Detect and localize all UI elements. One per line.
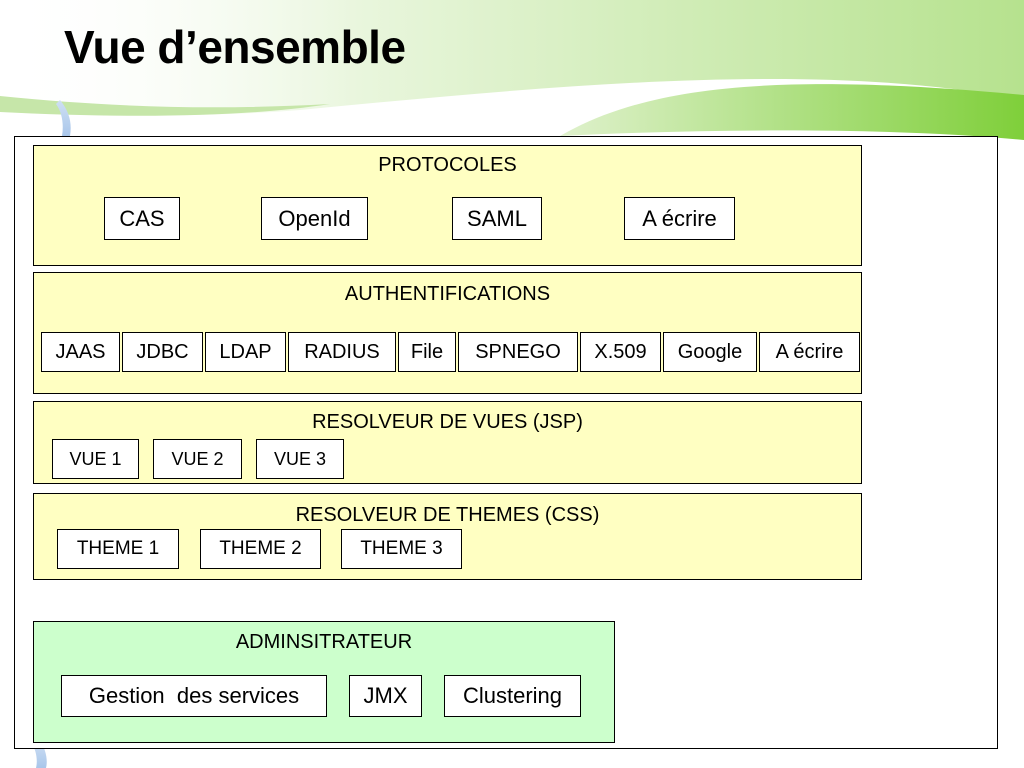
view-1: VUE 1 xyxy=(52,439,139,479)
theme-resolver-title: RESOLVEUR DE THEMES (CSS) xyxy=(295,504,600,526)
auth-radius: RADIUS xyxy=(288,332,396,372)
administrator-title: ADMINSITRATEUR xyxy=(235,631,413,653)
auth-file: File xyxy=(398,332,456,372)
theme-1: THEME 1 xyxy=(57,529,179,569)
protocol-cas: CAS xyxy=(104,197,180,240)
auth-to-write: A écrire xyxy=(759,332,860,372)
protocols-title: PROTOCOLES xyxy=(378,154,517,176)
view-3: VUE 3 xyxy=(256,439,344,479)
authentications-title: AUTHENTIFICATIONS xyxy=(344,283,551,305)
theme-3: THEME 3 xyxy=(341,529,462,569)
slide-title: Vue d’ensemble xyxy=(64,21,406,73)
admin-jmx: JMX xyxy=(349,675,422,717)
protocol-to-write: A écrire xyxy=(624,197,735,240)
admin-clustering: Clustering xyxy=(444,675,581,717)
authentications-panel: AUTHENTIFICATIONS JAAS JDBC LDAP RADIUS … xyxy=(33,272,862,394)
theme-resolver-panel: RESOLVEUR DE THEMES (CSS) THEME 1 THEME … xyxy=(33,493,862,580)
auth-jdbc: JDBC xyxy=(122,332,203,372)
auth-jaas: JAAS xyxy=(41,332,120,372)
auth-spnego: SPNEGO xyxy=(458,332,578,372)
admin-services-management: Gestion des services xyxy=(61,675,327,717)
administrator-panel: ADMINSITRATEUR Gestion des services JMX … xyxy=(33,621,615,743)
view-resolver-panel: RESOLVEUR DE VUES (JSP) VUE 1 VUE 2 VUE … xyxy=(33,401,862,484)
auth-google: Google xyxy=(663,332,757,372)
protocol-saml: SAML xyxy=(452,197,542,240)
auth-ldap: LDAP xyxy=(205,332,286,372)
auth-x509: X.509 xyxy=(580,332,661,372)
protocols-panel: PROTOCOLES CAS OpenId SAML A écrire xyxy=(33,145,862,266)
theme-2: THEME 2 xyxy=(200,529,321,569)
protocol-openid: OpenId xyxy=(261,197,368,240)
view-resolver-title: RESOLVEUR DE VUES (JSP) xyxy=(312,411,583,433)
view-2: VUE 2 xyxy=(153,439,242,479)
